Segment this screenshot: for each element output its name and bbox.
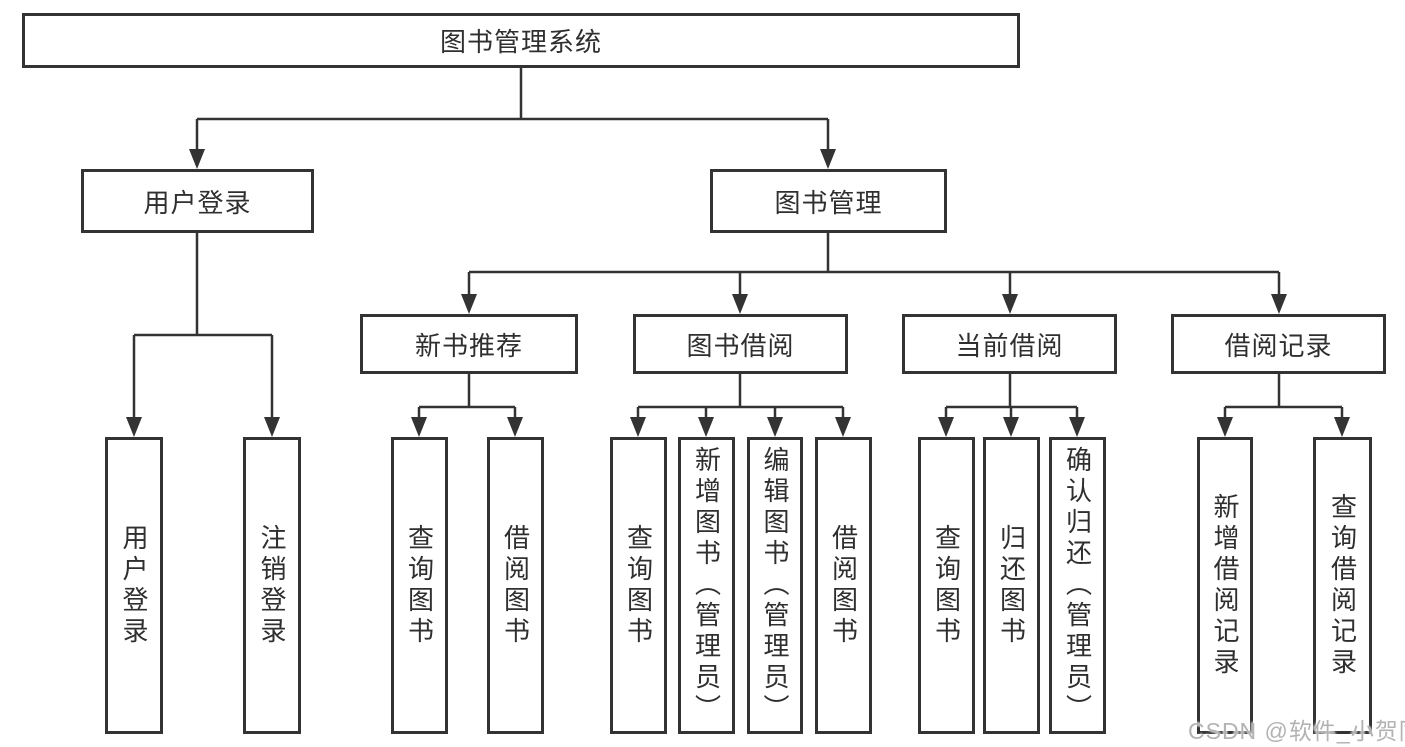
leaf-label: 编辑图书（管理员） <box>760 446 790 725</box>
leaf-edit-books-admin: 编辑图书（管理员） <box>747 437 803 734</box>
node-user-login: 用户登录 <box>81 169 314 233</box>
node-new-book-recommend: 新书推荐 <box>360 314 578 374</box>
node-borrowing-records: 借阅记录 <box>1171 314 1386 374</box>
edge-records-to-leaves <box>1223 374 1344 419</box>
edge-bookmgmt-to-level3 <box>467 233 1281 296</box>
arrowheads-leaves <box>126 417 1350 437</box>
leaf-label: 查询图书 <box>404 523 435 648</box>
arrowheads-level2 <box>189 149 836 169</box>
leaf-label: 归还图书 <box>996 523 1027 648</box>
leaf-label: 用户登录 <box>119 523 149 648</box>
edge-userlogin-to-leaves <box>132 233 274 419</box>
leaf-query-borrow-record: 查询借阅记录 <box>1313 437 1372 734</box>
edge-newbooks-to-leaves <box>417 374 517 419</box>
leaf-logout: 注销登录 <box>243 437 301 734</box>
leaf-query-books-borrow: 查询图书 <box>610 437 667 734</box>
leaf-label: 查询借阅记录 <box>1327 492 1358 679</box>
leaf-confirm-return-admin: 确认归还（管理员） <box>1049 437 1106 734</box>
leaf-borrow-books: 借阅图书 <box>815 437 872 734</box>
csdn-watermark: CSDN @软件_小贺同学 <box>1188 718 1405 744</box>
arrowheads-level3 <box>461 294 1287 314</box>
leaf-label: 新增图书（管理员） <box>691 446 722 725</box>
node-book-management: 图书管理 <box>710 169 947 233</box>
leaf-label: 查询图书 <box>623 523 654 648</box>
node-root-library-system: 图书管理系统 <box>22 13 1020 68</box>
leaf-query-books-recommend: 查询图书 <box>391 437 448 734</box>
leaf-label: 借阅图书 <box>500 523 531 648</box>
leaf-query-books-current: 查询图书 <box>918 437 975 734</box>
edge-root-to-level2 <box>195 68 830 151</box>
leaf-label: 确认归还（管理员） <box>1062 446 1093 725</box>
edge-borrow-to-leaves <box>636 374 845 419</box>
node-book-borrowing: 图书借阅 <box>633 314 848 374</box>
leaf-label: 查询图书 <box>931 523 962 648</box>
node-current-borrowing: 当前借阅 <box>902 314 1117 374</box>
leaf-label: 注销登录 <box>257 523 287 648</box>
leaf-label: 新增借阅记录 <box>1210 492 1240 679</box>
leaf-add-books-admin: 新增图书（管理员） <box>678 437 735 734</box>
edge-current-to-leaves <box>944 374 1079 419</box>
leaf-return-books: 归还图书 <box>983 437 1040 734</box>
leaf-label: 借阅图书 <box>828 523 859 648</box>
leaf-borrow-books-recommend: 借阅图书 <box>487 437 544 734</box>
leaf-user-login: 用户登录 <box>105 437 163 734</box>
leaf-add-borrow-record: 新增借阅记录 <box>1197 437 1253 734</box>
